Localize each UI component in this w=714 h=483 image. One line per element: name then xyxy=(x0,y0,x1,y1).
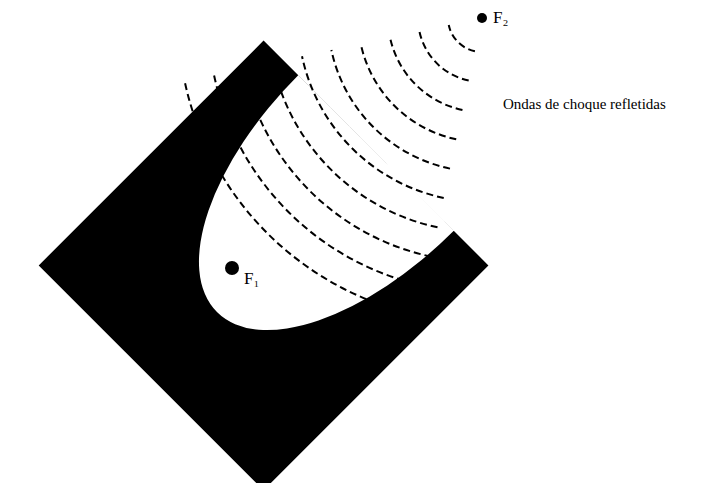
wave-caption: Ondas de choque refletidas xyxy=(503,97,666,112)
shock-wave-arc xyxy=(419,31,468,80)
shock-wave-arc xyxy=(273,62,438,227)
focus-dot xyxy=(477,13,487,23)
focus-label: F₁ xyxy=(244,270,259,287)
shock-wave-arc xyxy=(331,50,450,169)
reflector-body xyxy=(39,41,489,483)
focus-dot xyxy=(225,261,239,275)
shock-wave-arc xyxy=(390,38,462,110)
shock-wave-arc xyxy=(361,44,457,140)
focus-label: F₂ xyxy=(493,9,508,26)
shock-wave-arc xyxy=(302,56,444,198)
shock-wave-arc xyxy=(449,25,475,51)
